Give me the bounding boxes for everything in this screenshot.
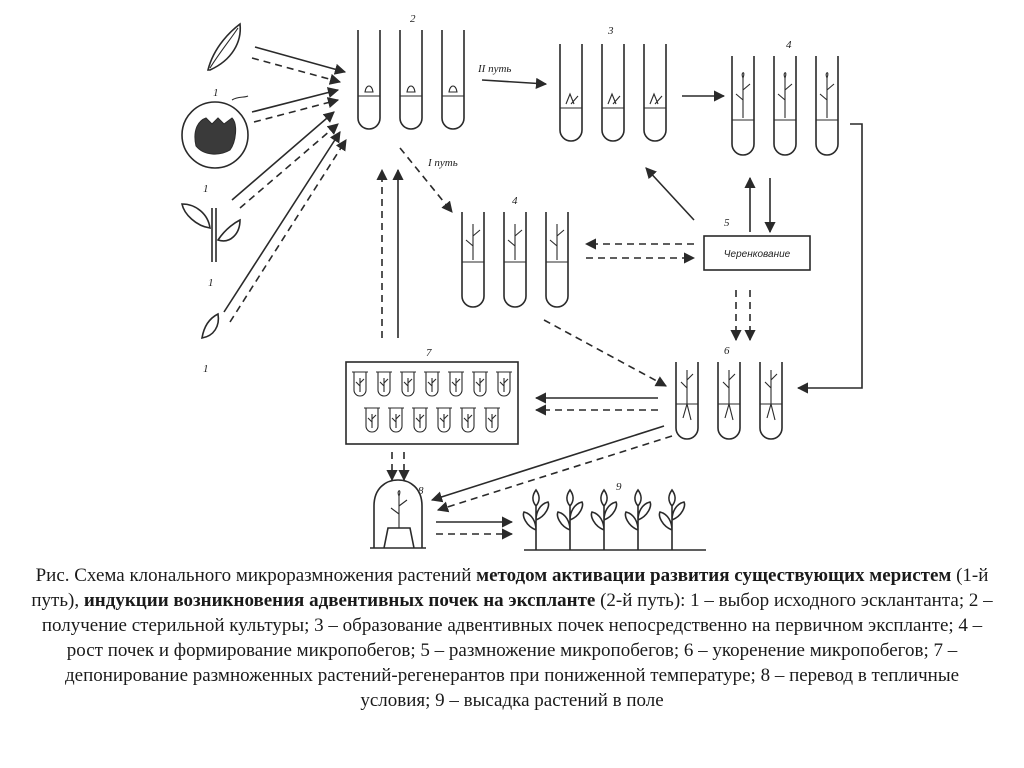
label-7: 7	[426, 347, 432, 359]
label-8: 8	[418, 485, 424, 497]
explant-leaf-bottom	[201, 312, 220, 339]
arrow-6-to-8b	[436, 435, 673, 513]
box-cuttings-label: Черенкование	[724, 249, 791, 260]
label-1-stem: 1	[203, 183, 209, 195]
label-4-mid: 4	[512, 195, 518, 207]
label-2: 2	[410, 13, 416, 25]
label-5: 5	[724, 217, 730, 229]
arrows-explant-to-culture	[223, 46, 347, 323]
label-9: 9	[616, 481, 622, 493]
tubes-stage-2	[357, 30, 465, 130]
box-cuttings	[703, 235, 811, 271]
explant-stem-node	[181, 203, 241, 262]
label-6: 6	[724, 345, 730, 357]
storage-tubes	[352, 371, 512, 433]
tubes-stage-4-top	[731, 56, 839, 156]
arrow-4mid-to-6	[543, 319, 667, 387]
caption-part-3: (2-й путь): 1 – выбор исходного эскланта…	[41, 590, 993, 711]
label-1-leaf: 1	[203, 363, 209, 375]
label-3: 3	[607, 25, 614, 37]
greenhouse-jar	[370, 479, 426, 549]
caption-part-1: Рис. Схема клонального микроразмножения …	[35, 565, 477, 586]
tubes-stage-6	[675, 362, 783, 440]
label-path-1: I путь	[427, 157, 458, 169]
label-path-2: II путь	[477, 63, 511, 75]
caption-bold-1: методом активации развития существующих …	[476, 565, 952, 586]
label-1-segment: 1	[208, 277, 214, 289]
explant-meristem-dish	[181, 95, 249, 169]
caption-bold-2: индукции возникновения адвентивных почек…	[83, 590, 596, 611]
storage-box	[345, 361, 519, 445]
label-1-meristem: 1	[213, 87, 219, 99]
figure-caption: Рис. Схема клонального микроразмножения …	[30, 563, 994, 713]
clonal-propagation-diagram: 1 1 1 1 2 II путь	[181, 13, 863, 551]
tubes-stage-3	[559, 44, 667, 142]
caption-part-2: (1-й путь),	[31, 565, 989, 611]
arrow-6-to-8a	[430, 425, 665, 503]
explant-leaf-top	[206, 22, 241, 71]
field-plants	[522, 488, 686, 550]
arrow-4top-to-6	[796, 123, 863, 394]
tubes-stage-4-mid	[461, 212, 569, 308]
arrow-path-2	[481, 77, 548, 89]
label-4-top: 4	[786, 39, 792, 51]
arrow-5-to-3	[645, 167, 695, 221]
arrow-path-1	[399, 147, 453, 213]
